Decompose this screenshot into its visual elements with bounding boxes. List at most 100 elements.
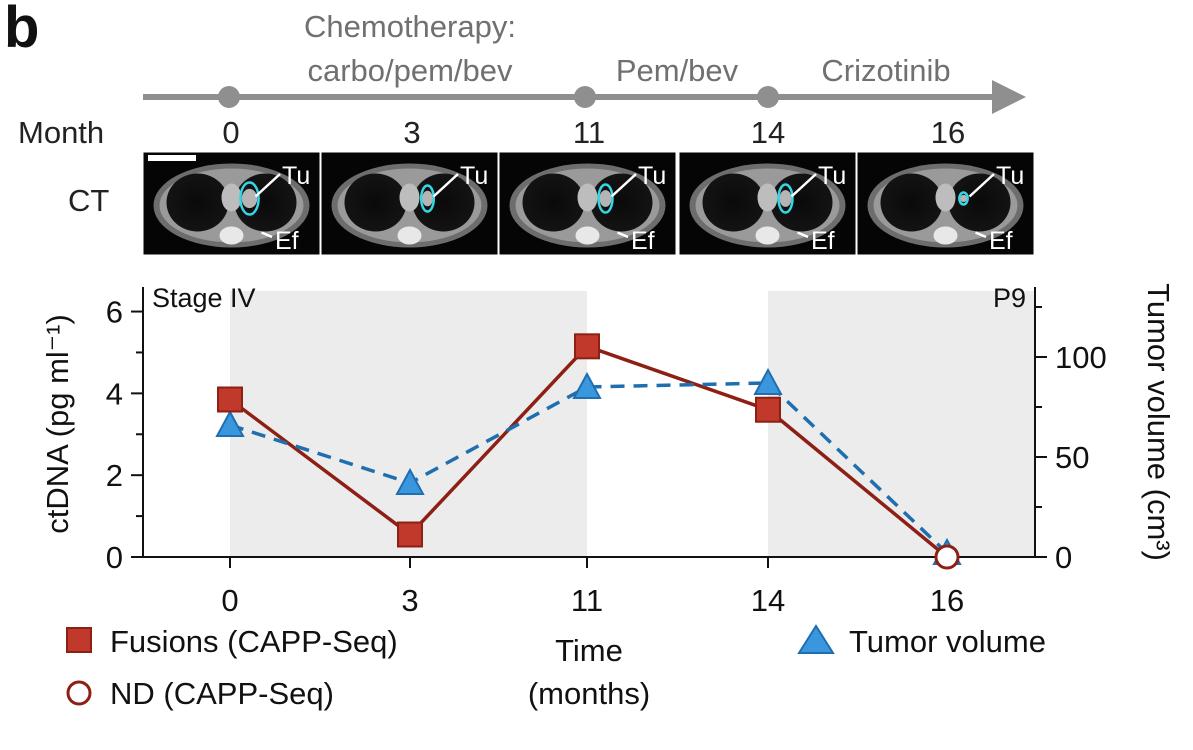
y-axis-label: ctDNA (pg ml⁻¹) [40, 314, 75, 534]
tumor-volume-point-11 [572, 371, 602, 400]
tumor-pointer-line [968, 173, 995, 198]
ct-tumor-circle [419, 184, 436, 213]
ct-scale-bar [148, 155, 196, 161]
ct-tumor-mass [422, 190, 433, 207]
ct-left-lung [770, 173, 833, 232]
legend-marker-square [66, 627, 92, 653]
tumor-pointer-line [610, 173, 637, 198]
effusion-pointer-line [261, 231, 273, 239]
y-tick-label: 6 [106, 295, 123, 330]
tumor-pointer-line [790, 173, 817, 198]
x-tick-label: 14 [751, 583, 785, 618]
month-16: 16 [931, 115, 965, 150]
tumor-label: Tu [996, 162, 1024, 190]
effusion-label: Ef [811, 227, 835, 255]
ct-right-lung [702, 173, 765, 232]
ct-mediastinum [221, 183, 242, 212]
tumor-label: Tu [638, 162, 666, 190]
effusion-label: Ef [989, 227, 1013, 255]
x-axis-label-line1: Time [555, 633, 623, 668]
x-tick-label: 3 [401, 583, 418, 618]
fusions-point-3 [397, 521, 423, 548]
ct-spine [397, 226, 422, 245]
timeline-dot-0 [218, 86, 240, 108]
month-3: 3 [403, 115, 420, 150]
treatment-shading-1 [768, 291, 1035, 557]
tumor-volume-point-3 [395, 467, 425, 496]
ct-tumor-circle [958, 191, 969, 206]
ct-left-lung [948, 173, 1011, 232]
y2-tick-label: 50 [1055, 440, 1089, 475]
ct-mediastinum [935, 183, 956, 212]
legend-label-nd: ND (CAPP-Seq) [110, 676, 334, 711]
y-tick-label: 4 [106, 376, 123, 411]
panel-letter: b [4, 0, 39, 60]
stage-label: Stage IV [152, 283, 256, 313]
ct-mediastinum [577, 183, 598, 212]
fusions-point-0 [217, 386, 243, 413]
effusion-pointer-line [797, 231, 809, 239]
timeline-dot-11 [574, 86, 596, 108]
y-tick-label: 2 [106, 458, 123, 493]
ct-spine [755, 226, 780, 245]
ct-mediastinum [399, 183, 420, 212]
month-14: 14 [751, 115, 785, 150]
legend-marker-open-circle [66, 680, 92, 706]
ct-left-lung [412, 173, 475, 232]
ct-left-lung [234, 173, 297, 232]
effusion-label: Ef [275, 227, 299, 255]
y-tick-label: 0 [106, 540, 123, 575]
timeline-dot-14 [757, 86, 779, 108]
fusions-point-14 [755, 396, 781, 423]
ct-spine [219, 226, 244, 245]
ct-spine [575, 226, 600, 245]
tumor-label: Tu [818, 162, 846, 190]
ct-spine [933, 226, 958, 245]
tumor-pointer-line [254, 173, 281, 198]
therapy-timeline: Chemotherapy: carbo/pem/bev Pem/bev Criz… [18, 9, 1026, 150]
ct-scan-3: Tu [320, 151, 499, 256]
therapy-crizotinib: Crizotinib [821, 53, 950, 88]
ct-tumor-mass [959, 194, 968, 203]
ct-tumor-mass [241, 188, 258, 209]
tumor-label: Tu [282, 162, 310, 190]
x-tick-label: 11 [571, 583, 603, 618]
legend-marker-triangle [797, 624, 835, 654]
ct-tumor-mass [599, 190, 612, 207]
x-tick-label: 0 [221, 583, 238, 618]
effusion-label: Ef [631, 227, 655, 255]
treatment-shading-0 [230, 291, 587, 557]
fusions-nd-point-16 [934, 544, 960, 570]
legend: Fusions (CAPP-Seq) ND (CAPP-Seq) Tumor v… [66, 624, 1046, 711]
timeline-arrowhead [992, 80, 1026, 114]
fusions-point-11 [574, 333, 600, 360]
ct-tumor-circle [777, 183, 794, 214]
therapy-chemo-line1: Chemotherapy: [304, 9, 516, 44]
effusion-pointer-line [617, 231, 629, 239]
ct-right-lung [880, 173, 943, 232]
ct-right-lung [522, 173, 585, 232]
ct-tumor-mass [779, 190, 792, 207]
legend-label-tumor-volume: Tumor volume [849, 624, 1046, 659]
tumor-volume-series-line [229, 381, 949, 555]
x-tick-label: 16 [930, 583, 964, 618]
y2-tick-label: 100 [1055, 340, 1107, 375]
ct-tumor-circle [597, 183, 614, 214]
y2-axis-label: Tumor volume (cm³) [1141, 283, 1176, 561]
effusion-pointer-line [975, 231, 987, 239]
legend-label-fusions: Fusions (CAPP-Seq) [110, 624, 398, 659]
month-0: 0 [222, 115, 239, 150]
y2-tick-label: 0 [1055, 540, 1072, 575]
x-axis-label-line2: (months) [528, 676, 650, 711]
therapy-chemo-line2: carbo/pem/bev [307, 53, 513, 88]
ct-right-lung [166, 173, 229, 232]
ct-tumor-circle [239, 181, 260, 216]
ct-row-label: CT [68, 183, 109, 218]
